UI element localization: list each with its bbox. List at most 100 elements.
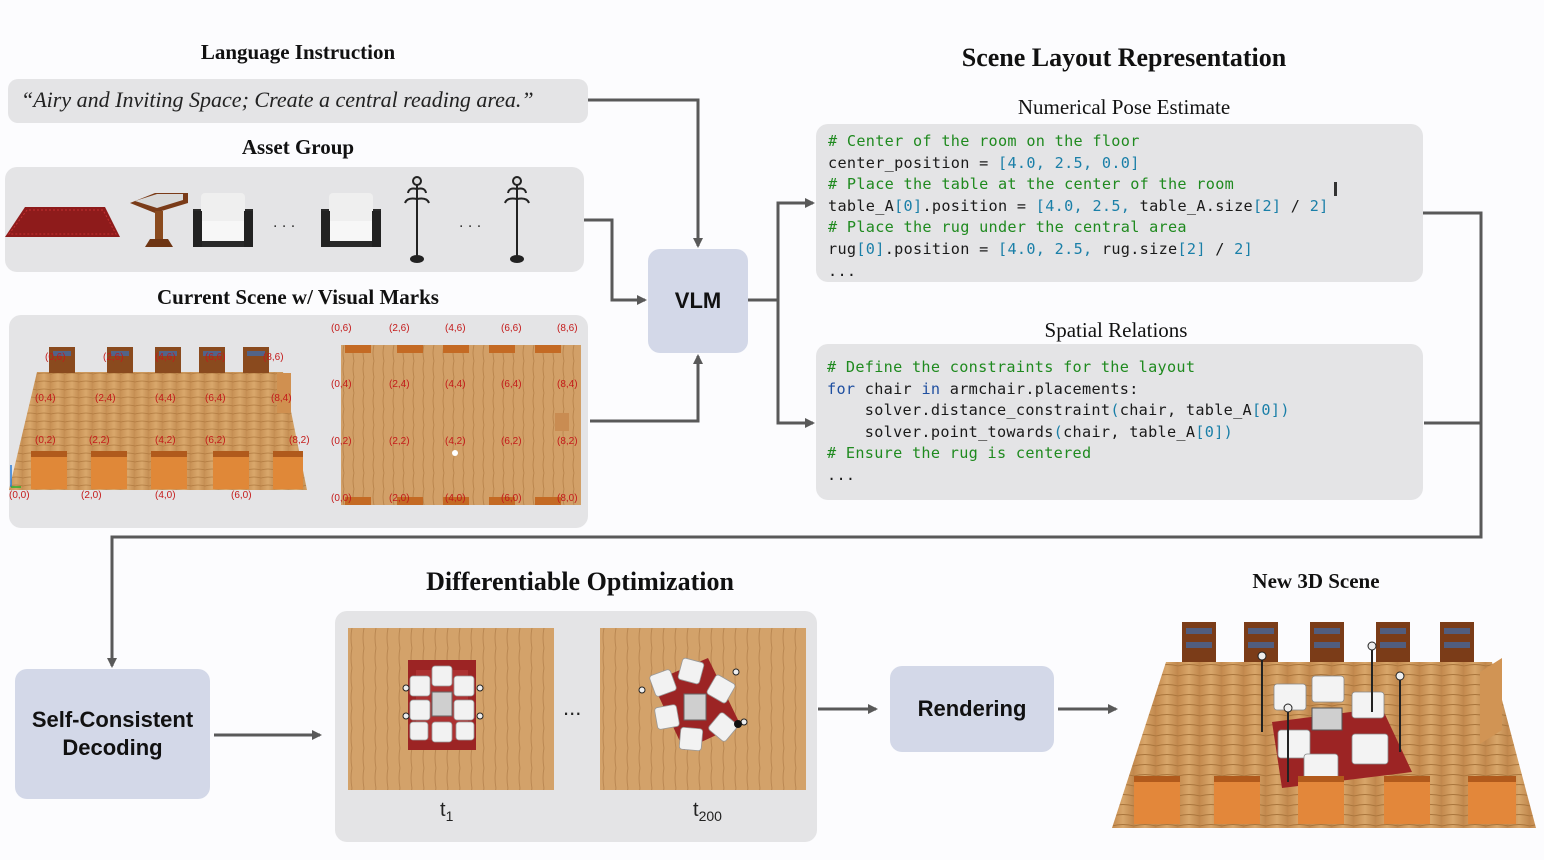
- code-keyword: for: [827, 379, 856, 398]
- optimization-ellipsis: ...: [563, 695, 582, 720]
- language-instruction-title: Language Instruction: [200, 40, 396, 64]
- code-comment: # Place the table at the center of the r…: [828, 175, 1235, 194]
- text-cursor: [1334, 182, 1337, 196]
- visual-mark: (8,4): [271, 393, 292, 404]
- code-text: solver.point_towards: [827, 422, 1054, 441]
- code-number: (: [1110, 401, 1120, 420]
- visual-mark: (4,6): [445, 323, 466, 334]
- code-ellipsis: ...: [828, 261, 857, 280]
- visual-mark: (0,0): [331, 493, 352, 504]
- visual-mark: (6,0): [231, 490, 252, 501]
- code-comment: # Center of the room on the floor: [828, 132, 1140, 150]
- arrow-assets-to-vlm: [584, 218, 647, 305]
- timestep-end-label: t200: [693, 799, 722, 824]
- timestep-start-subscript: 1: [445, 808, 454, 824]
- visual-mark: (8,2): [557, 436, 578, 447]
- timestep-end-symbol: t: [693, 799, 699, 821]
- arrow-vlm-split: [748, 198, 815, 302]
- code-text: .position =: [922, 196, 1036, 215]
- instruction-panel: “Airy and Inviting Space; Create a centr…: [8, 79, 588, 123]
- vlm-node: VLM: [648, 249, 748, 353]
- code-number: [0]: [1195, 422, 1224, 441]
- code-comment: # Ensure the rug is centered: [827, 444, 1092, 463]
- visual-mark: (6,4): [501, 379, 522, 390]
- visual-mark: (8,6): [263, 352, 284, 363]
- code-keyword: in: [921, 379, 941, 398]
- numerical-pose-title: Numerical Pose Estimate: [1017, 95, 1231, 119]
- timestep-start-label: t1: [440, 799, 453, 824]
- visual-mark: (6,2): [501, 436, 522, 447]
- asset-ellipsis-2: . . .: [459, 214, 481, 231]
- rug-asset: [5, 207, 120, 237]
- code-text: chair, table_A: [1063, 422, 1196, 441]
- code-ellipsis: ...: [827, 465, 856, 484]
- visual-mark: (4,4): [445, 379, 466, 390]
- code-text: center_position =: [828, 153, 998, 172]
- instruction-text: “Airy and Inviting Space; Create a centr…: [21, 87, 534, 112]
- code-number: [4.0, 2.5,: [998, 239, 1102, 258]
- perspective-scene-view: [9, 347, 307, 490]
- armchair-asset: [193, 193, 253, 247]
- visual-mark: (4,6): [155, 352, 176, 363]
- new-scene-title: New 3D Scene: [1252, 569, 1380, 593]
- visual-mark: (2,4): [95, 393, 116, 404]
- code-number: ): [1280, 401, 1290, 420]
- topdown-scene-view: [341, 345, 581, 505]
- code-text: .position =: [884, 239, 999, 258]
- visual-mark: (6,2): [205, 435, 226, 446]
- code-text: solver.distance_constraint: [827, 401, 1111, 420]
- code-number: 2]: [1234, 239, 1254, 258]
- code-text: /: [1205, 239, 1235, 258]
- code-number: [2]: [1177, 239, 1206, 258]
- code-number: [2]: [1253, 196, 1282, 215]
- visual-mark: (0,6): [45, 352, 66, 363]
- code-text: armchair.placements:: [940, 379, 1139, 398]
- visual-mark: (6,6): [205, 352, 226, 363]
- decoding-label-line2: Decoding: [62, 735, 163, 760]
- topdown-marks: (0,6)(2,6)(4,6)(6,6)(8,6)(0,4)(2,4)(4,4)…: [9, 315, 588, 528]
- numerical-pose-code: # Center of the room on the floor center…: [828, 131, 1329, 282]
- self-consistent-decoding-node: Self-Consistent Decoding: [15, 669, 210, 799]
- visual-mark: (2,4): [389, 379, 410, 390]
- optimization-frame-end: [600, 628, 806, 790]
- visual-mark: (0,4): [331, 379, 352, 390]
- code-text: rug: [828, 239, 857, 258]
- code-number: 2]: [1309, 196, 1329, 215]
- code-text: table_A.size: [1139, 196, 1253, 215]
- visual-mark: (8,6): [557, 323, 578, 334]
- code-number: [0]: [894, 196, 923, 215]
- numerical-pose-panel: # Center of the room on the floor center…: [816, 124, 1423, 282]
- code-text: chair: [855, 379, 922, 398]
- code-number: [0]: [1251, 401, 1281, 420]
- visual-mark: (2,2): [89, 435, 110, 446]
- visual-mark: (2,0): [389, 493, 410, 504]
- asset-group-title: Asset Group: [241, 135, 355, 159]
- visual-mark: (0,6): [331, 323, 352, 334]
- optimization-title: Differentiable Optimization: [426, 567, 734, 596]
- code-text: rug.size: [1101, 239, 1178, 258]
- visual-mark: (0,4): [35, 393, 56, 404]
- visual-mark: (4,2): [445, 436, 466, 447]
- asset-group-panel: . . . . . .: [5, 167, 584, 272]
- code-comment: # Define the constraints for the layout: [827, 358, 1196, 376]
- code-text: /: [1281, 196, 1310, 215]
- spatial-relations-code: # Define the constraints for the layout …: [827, 357, 1290, 487]
- arrow-vlm-to-spatial: [776, 300, 815, 428]
- arrow-instruction-to-vlm: [588, 98, 703, 248]
- visual-mark: (4,0): [155, 490, 176, 501]
- code-comment: # Place the rug under the central area: [828, 218, 1187, 237]
- arrow-scene-to-vlm: [590, 354, 703, 423]
- current-scene-title: Current Scene w/ Visual Marks: [157, 285, 439, 309]
- code-number: (: [1053, 422, 1064, 441]
- visual-mark: (0,2): [331, 436, 352, 447]
- optimization-panel: ... t1 t200: [335, 611, 817, 842]
- code-number: ): [1223, 422, 1234, 441]
- visual-mark: (0,0): [9, 490, 30, 501]
- code-text: chair, table_A: [1119, 401, 1252, 420]
- perspective-marks: (0,6)(2,6)(4,6)(6,6)(8,6)(0,4)(2,4)(4,4)…: [9, 315, 310, 515]
- timestep-end-subscript: 200: [698, 808, 722, 824]
- code-number: [4.0, 2.5, 0.0]: [998, 153, 1140, 172]
- visual-mark: (2,0): [81, 490, 102, 501]
- current-scene-panel: (0,6)(2,6)(4,6)(6,6)(8,6)(0,4)(2,4)(4,4)…: [9, 315, 588, 528]
- visual-mark: (8,4): [557, 379, 578, 390]
